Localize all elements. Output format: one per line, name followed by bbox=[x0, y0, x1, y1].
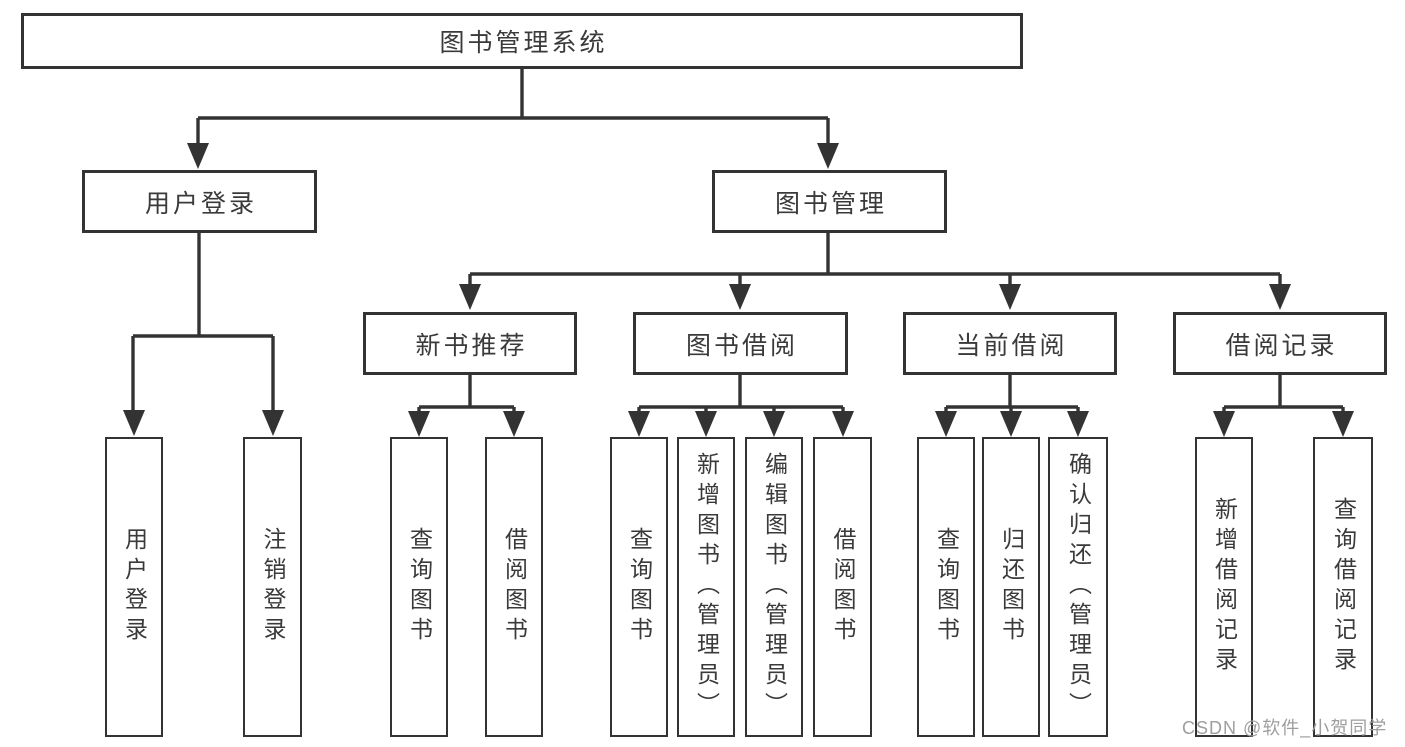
node-label: 图书借阅 bbox=[685, 331, 798, 360]
leaf-borrow-books: 借阅图书 bbox=[813, 437, 872, 737]
arrowhead bbox=[1000, 411, 1022, 437]
leaf-query-books-current: 查询图书 bbox=[917, 437, 975, 737]
arrowhead bbox=[763, 411, 785, 437]
leaf-return-books: 归还图书 bbox=[982, 437, 1040, 737]
arrowhead bbox=[1332, 411, 1354, 437]
arrowhead bbox=[123, 410, 145, 436]
leaf-query-books-borrow: 查询图书 bbox=[610, 437, 668, 737]
node-label: 用户登录 bbox=[144, 189, 257, 218]
connector-current-borrow-to-leaves bbox=[935, 375, 1089, 437]
connector-book-management-to-level3 bbox=[459, 233, 1291, 310]
arrowhead bbox=[1269, 284, 1291, 310]
node-label: 当前借阅 bbox=[955, 331, 1068, 360]
node-label: 图书管理系统 bbox=[439, 29, 608, 57]
arrowhead bbox=[695, 411, 717, 437]
leaf-query-books-recommend: 查询图书 bbox=[390, 437, 448, 737]
node-label: 编辑图书（管理员） bbox=[761, 452, 788, 722]
arrowhead bbox=[729, 284, 751, 310]
node-label: 查询借阅记录 bbox=[1330, 497, 1357, 677]
arrowhead bbox=[459, 284, 481, 310]
leaf-add-borrow-record: 新增借阅记录 bbox=[1195, 437, 1253, 737]
arrowhead bbox=[832, 411, 854, 437]
node-label: 借阅图书 bbox=[830, 527, 856, 647]
arrowhead bbox=[935, 411, 957, 437]
leaf-confirm-return-admin: 确认归还（管理员） bbox=[1048, 437, 1108, 737]
arrowhead bbox=[1067, 411, 1089, 437]
connector-book-borrow-to-leaves bbox=[628, 375, 854, 437]
node-label: 新增图书（管理员） bbox=[693, 452, 720, 722]
leaf-user-login: 用户登录 bbox=[105, 437, 163, 737]
node-current-borrow: 当前借阅 bbox=[903, 312, 1117, 375]
node-label: 归还图书 bbox=[998, 527, 1025, 647]
node-label: 查询图书 bbox=[933, 527, 960, 647]
node-label: 借阅图书 bbox=[501, 527, 528, 647]
node-label: 新书推荐 bbox=[415, 331, 528, 360]
node-label: 借阅记录 bbox=[1225, 331, 1338, 360]
connector-borrow-records-to-leaves bbox=[1213, 375, 1354, 437]
node-label: 用户登录 bbox=[121, 527, 148, 647]
arrowhead bbox=[187, 143, 209, 169]
node-book-management: 图书管理 bbox=[712, 170, 947, 233]
leaf-add-books-admin: 新增图书（管理员） bbox=[677, 437, 735, 737]
node-borrow-records: 借阅记录 bbox=[1173, 312, 1387, 375]
arrowhead bbox=[817, 143, 839, 169]
node-label: 图书管理 bbox=[774, 189, 887, 218]
node-user-login: 用户登录 bbox=[82, 170, 317, 233]
arrowhead bbox=[262, 410, 284, 436]
node-book-borrow: 图书借阅 bbox=[633, 312, 848, 375]
node-root-library-management-system: 图书管理系统 bbox=[21, 13, 1023, 69]
csdn-watermark: CSDN @软件_小贺同学 bbox=[1182, 718, 1388, 738]
node-label: 查询图书 bbox=[626, 527, 653, 647]
leaf-query-borrow-record: 查询借阅记录 bbox=[1313, 437, 1373, 737]
leaf-borrow-books-recommend: 借阅图书 bbox=[485, 437, 543, 737]
arrowhead bbox=[1213, 411, 1235, 437]
node-label: 注销登录 bbox=[260, 527, 286, 647]
connector-root-to-level2 bbox=[187, 69, 839, 169]
node-new-book-recommend: 新书推荐 bbox=[363, 312, 577, 375]
node-label: 确认归还（管理员） bbox=[1065, 452, 1092, 722]
node-label: 查询图书 bbox=[406, 527, 433, 647]
arrowhead bbox=[408, 411, 430, 437]
arrowhead bbox=[503, 411, 525, 437]
connector-user-login-to-leaves bbox=[123, 233, 284, 436]
arrowhead bbox=[999, 284, 1021, 310]
leaf-edit-books-admin: 编辑图书（管理员） bbox=[745, 437, 803, 737]
leaf-logout: 注销登录 bbox=[243, 437, 302, 737]
arrowhead bbox=[628, 411, 650, 437]
node-label: 新增借阅记录 bbox=[1211, 497, 1238, 677]
connector-new-book-recommend-to-leaves bbox=[408, 375, 525, 437]
